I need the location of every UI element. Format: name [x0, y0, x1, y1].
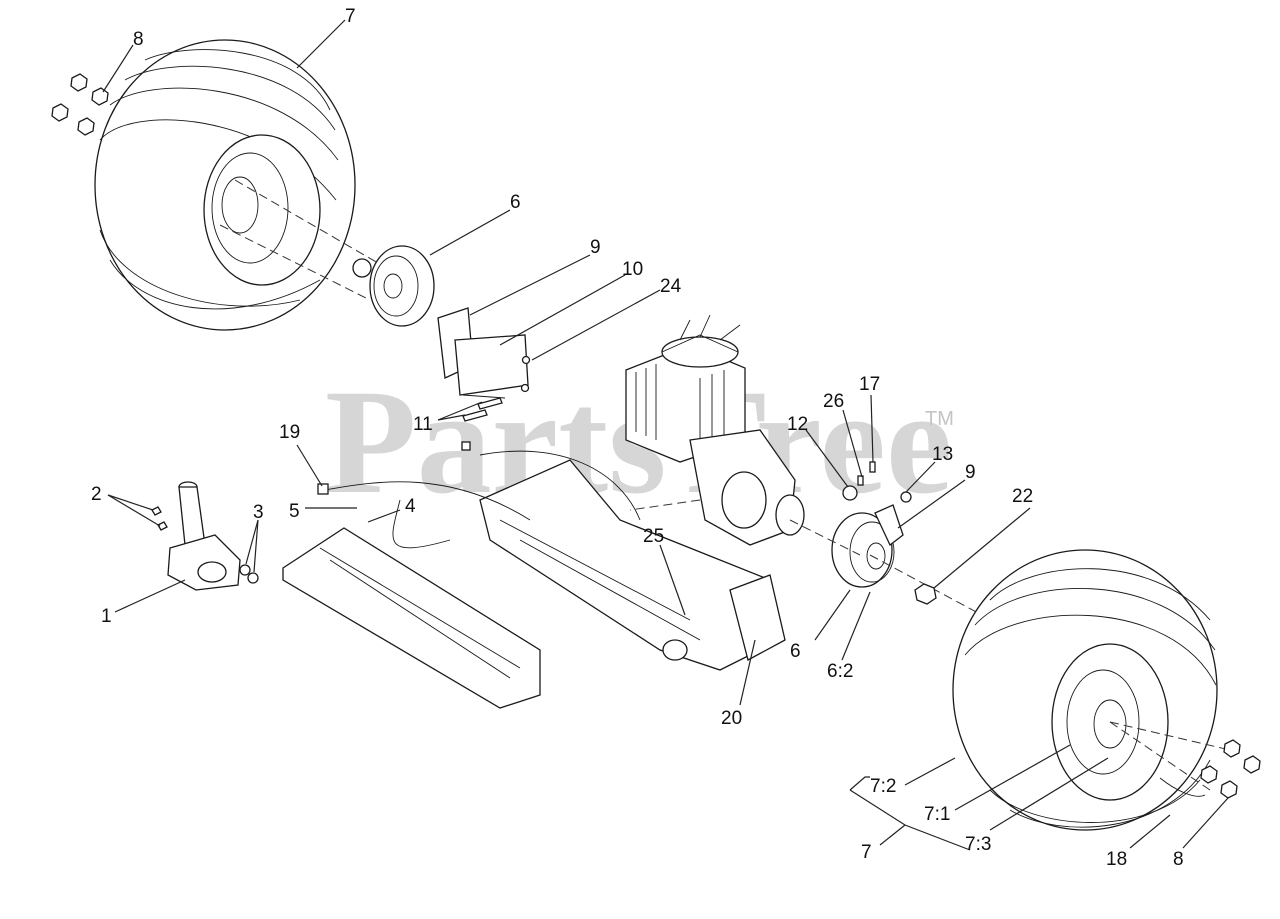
callout-13: 13 — [932, 444, 953, 465]
bracket-assembly — [437, 307, 531, 422]
callout-9-upper: 9 — [590, 237, 601, 258]
axle-nut — [914, 583, 937, 605]
callout-7-upper: 7 — [345, 6, 356, 27]
cable — [317, 441, 641, 549]
wheel-lower-right — [952, 549, 1231, 831]
callout-5: 5 — [289, 501, 300, 522]
lug-nuts-upper-left — [51, 73, 109, 136]
leader-lines — [102, 19, 1229, 851]
callout-7-1: 7:1 — [924, 804, 950, 825]
callout-20: 20 — [721, 708, 742, 729]
callout-6-upper: 6 — [510, 192, 521, 213]
callout-7-2: 7:2 — [870, 776, 896, 797]
watermark-tm: TM — [925, 408, 954, 430]
callout-9-lower: 9 — [965, 462, 976, 483]
lug-nuts-lower-right — [1200, 739, 1261, 799]
transmission — [625, 314, 805, 546]
wheel-upper-left — [94, 39, 356, 331]
callout-10: 10 — [622, 259, 643, 280]
callout-2: 2 — [91, 484, 102, 505]
small-parts-right — [842, 461, 912, 503]
callout-17: 17 — [859, 374, 880, 395]
frame — [282, 459, 786, 709]
callout-12: 12 — [787, 414, 808, 435]
callout-8-upper: 8 — [133, 29, 144, 50]
callout-26: 26 — [823, 391, 844, 412]
callout-3: 3 — [253, 502, 264, 523]
callout-4: 4 — [405, 496, 416, 517]
callout-7-lower: 7 — [861, 842, 872, 863]
valve-stem — [1159, 777, 1206, 797]
callout-22: 22 — [1012, 486, 1033, 507]
callouts: 7 8 6 9 10 24 11 19 2 3 5 4 1 25 20 12 2… — [91, 6, 1184, 870]
callout-8-lower: 8 — [1173, 849, 1184, 870]
axle-line-upper — [234, 179, 391, 271]
caster-assembly — [151, 481, 259, 591]
callout-25: 25 — [643, 526, 664, 547]
callout-6-lower: 6 — [790, 641, 801, 662]
wheel-hub-upper — [352, 245, 435, 327]
callout-6-2: 6:2 — [827, 661, 853, 682]
callout-19: 19 — [279, 422, 300, 443]
callout-1: 1 — [101, 606, 112, 627]
callout-24: 24 — [660, 276, 682, 297]
callout-7-3: 7:3 — [965, 834, 991, 855]
callout-11: 11 — [413, 414, 433, 435]
callout-18: 18 — [1106, 849, 1127, 870]
